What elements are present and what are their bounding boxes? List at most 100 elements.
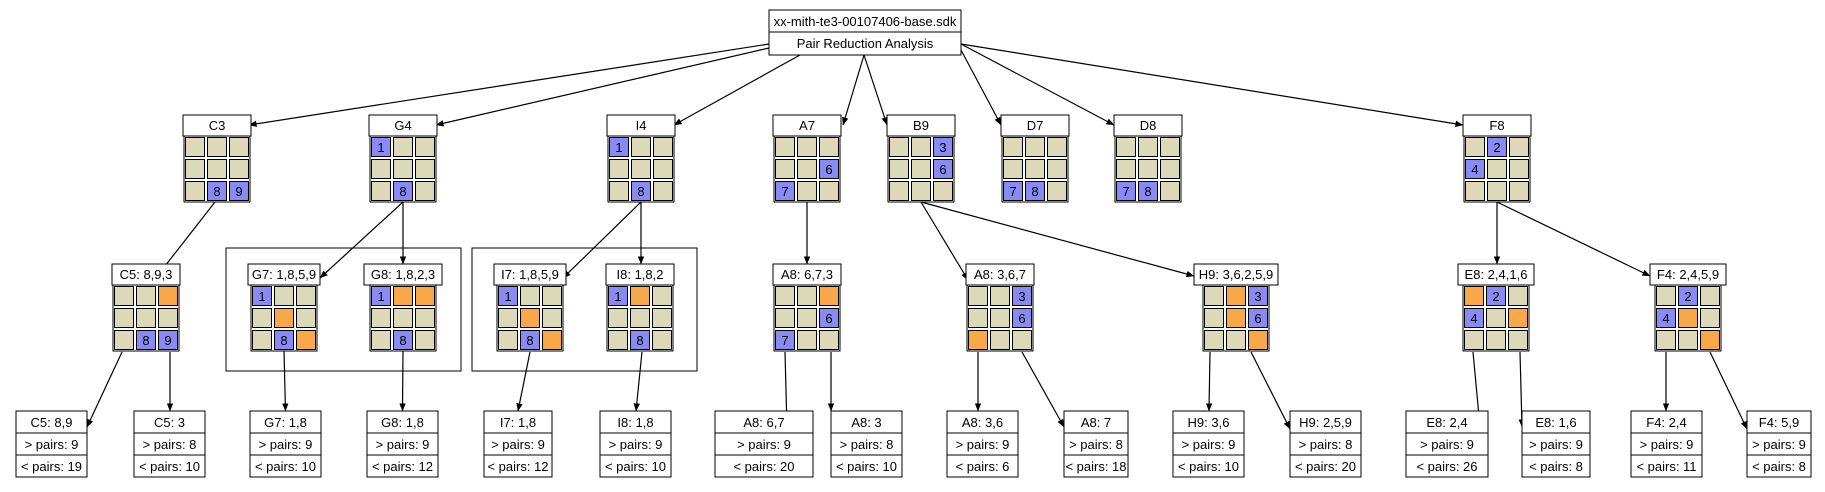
leaf-greater-pairs: > pairs: 9	[25, 437, 79, 452]
grid-cell	[114, 308, 134, 328]
grid-cell	[371, 330, 391, 350]
edge-arrow	[1250, 351, 1291, 430]
grid-cell	[415, 181, 435, 201]
grid-cell	[775, 137, 795, 157]
cell-digit: 3	[1254, 289, 1261, 304]
leaf-node-h9b: H9: 2,5,9> pairs: 8< pairs: 20	[1289, 410, 1362, 478]
leaf-frame	[830, 410, 903, 478]
grid-cell	[990, 286, 1010, 306]
grid-cell	[114, 330, 134, 350]
edge-arrow	[863, 54, 888, 126]
grid-cell	[1012, 308, 1032, 328]
leaf-node-a8a: A8: 6,7> pairs: 9< pairs: 20	[714, 410, 814, 478]
grid-cell	[498, 308, 518, 328]
grid-cell	[911, 137, 931, 157]
grid-cell	[229, 159, 249, 179]
grid-cell	[652, 286, 672, 306]
grid-cell	[393, 286, 413, 306]
grid-cell	[630, 286, 650, 306]
leaf-title: E8: 2,4	[1426, 415, 1467, 430]
grid-cell	[1487, 159, 1507, 179]
leaf-node-c5b: C5: 3> pairs: 8< pairs: 10	[133, 410, 206, 478]
grid-cell	[1678, 308, 1698, 328]
grid-cell	[1160, 159, 1180, 179]
grid-cell	[371, 286, 391, 306]
grid-cell	[1678, 330, 1698, 350]
grid-cell	[393, 330, 413, 350]
grid-cell	[1486, 286, 1506, 306]
grid-cell	[520, 330, 540, 350]
leaf-title: I8: 1,8	[617, 415, 653, 430]
leaf-title: F4: 5,9	[1759, 415, 1799, 430]
grid-cell	[889, 137, 909, 157]
cell-digit: 8	[399, 184, 406, 199]
grid-cell	[520, 286, 540, 306]
node-label: D7	[1027, 118, 1044, 133]
grid-cell	[1508, 330, 1528, 350]
grid-cell	[609, 159, 629, 179]
leaf-lesser-pairs: < pairs: 10	[1178, 459, 1239, 474]
grid-cell	[933, 137, 953, 157]
grid-cell	[114, 286, 134, 306]
grid-cell	[653, 159, 673, 179]
leaf-greater-pairs: > pairs: 9	[1529, 437, 1583, 452]
root-title: xx-mith-te3-00107406-base.sdk	[774, 14, 957, 29]
grid-cell	[393, 308, 413, 328]
cluster-box-i	[471, 247, 698, 372]
grid-cell	[520, 308, 540, 328]
cell-digit: 7	[1122, 184, 1129, 199]
node-label: F8	[1489, 118, 1504, 133]
grid-cell	[1116, 137, 1136, 157]
edge-arrow	[157, 201, 216, 276]
grid-cell	[819, 181, 839, 201]
leaf-frame	[483, 410, 553, 478]
grid-cell	[775, 159, 795, 179]
grid-cell	[1204, 308, 1224, 328]
grid-cell	[371, 137, 391, 157]
grid-cell	[136, 286, 156, 306]
leaf-lesser-pairs: < pairs: 6	[956, 459, 1010, 474]
node-label: F4: 2,4,5,9	[1657, 267, 1719, 282]
leaf-lesser-pairs: < pairs: 26	[1416, 459, 1477, 474]
leaf-node-a8b: A8: 3> pairs: 8< pairs: 10	[830, 410, 903, 478]
grid-cell	[371, 308, 391, 328]
node-label: I4	[636, 118, 647, 133]
cell-digit: 1	[504, 289, 511, 304]
edge-arrow	[86, 351, 123, 428]
cell-digit: 1	[377, 289, 384, 304]
leaf-node-i7: I7: 1,8> pairs: 9< pairs: 12	[483, 410, 553, 478]
leaf-greater-pairs: > pairs: 9	[259, 437, 313, 452]
cell-digit: 1	[615, 140, 622, 155]
edge-arrow	[633, 351, 643, 412]
leaf-greater-pairs: > pairs: 9	[609, 437, 663, 452]
grid-cell	[1116, 159, 1136, 179]
grid-cell	[630, 308, 650, 328]
leaf-lesser-pairs: < pairs: 11	[1636, 459, 1696, 474]
leaf-node-e8a: E8: 2,4> pairs: 9< pairs: 26	[1405, 410, 1489, 478]
edge-arrow	[562, 201, 642, 279]
leaf-frame	[249, 410, 322, 478]
grid-cell	[393, 159, 413, 179]
grid-cell	[185, 181, 205, 201]
grid-cell	[968, 286, 988, 306]
node-label: C3	[209, 118, 226, 133]
edge-arrow	[673, 54, 801, 126]
grid-cell	[1509, 159, 1529, 179]
leaf-frame	[599, 410, 672, 478]
grid-cell	[630, 330, 650, 350]
cell-digit: 1	[377, 140, 384, 155]
grid-cell	[274, 330, 294, 350]
grid-node-i8: I8: 1,8,218	[605, 263, 675, 352]
grid-cell	[1047, 137, 1067, 157]
leaf-title: G8: 1,8	[381, 415, 424, 430]
cell-digit: 8	[213, 184, 220, 199]
edge-arrow	[1496, 201, 1651, 277]
grid-cell	[1508, 308, 1528, 328]
